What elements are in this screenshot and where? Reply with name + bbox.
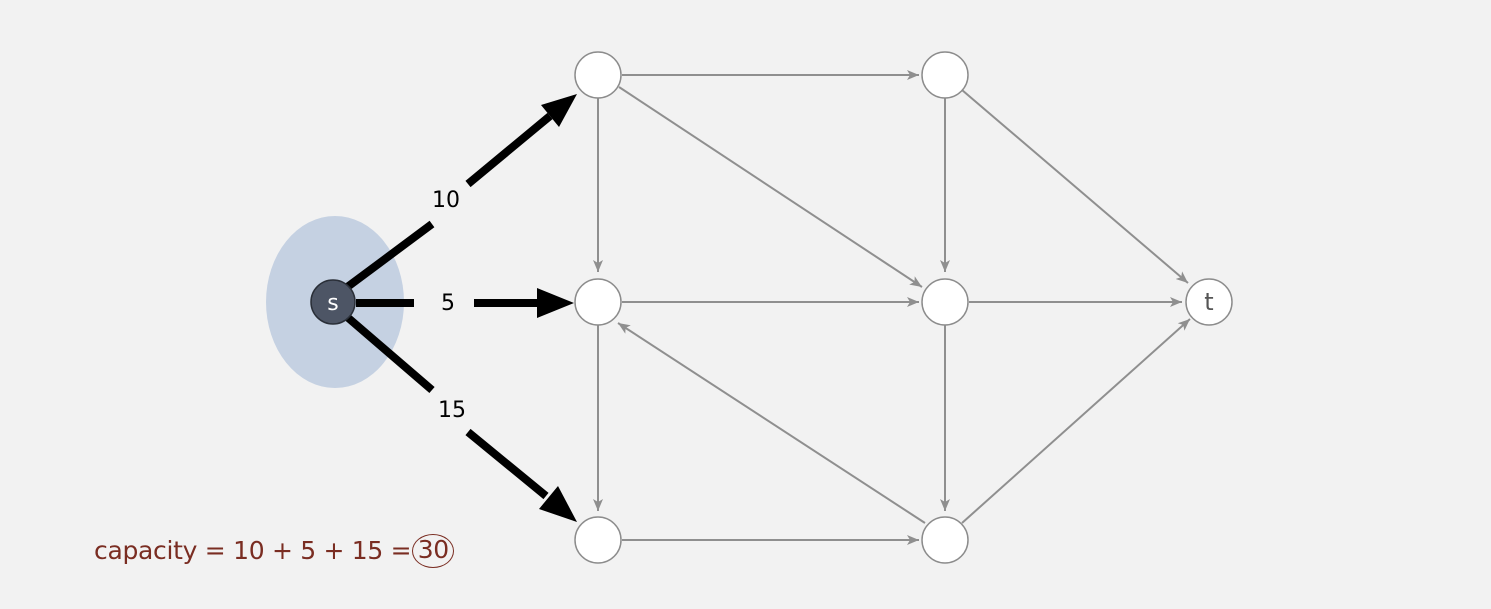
capacity-equation: capacity = 10 + 5 + 15 =30 — [94, 534, 455, 569]
node-a — [574, 51, 622, 99]
capacity-total: 30 — [412, 534, 455, 568]
cut-edge-s-a-lower — [343, 220, 435, 292]
node-c — [574, 516, 622, 564]
node-d — [921, 51, 969, 99]
node-e — [921, 278, 969, 326]
cut-edge-s-c-lower — [465, 428, 549, 500]
node-b — [574, 278, 622, 326]
edge-d-t — [961, 89, 1189, 284]
node-f — [921, 516, 969, 564]
capacity-expression: capacity = 10 + 5 + 15 = — [94, 536, 412, 565]
cut-edge-s-b-arrowhead — [537, 288, 574, 318]
cut-edge-s-c-capacity: 15 — [438, 398, 466, 423]
cut-edge-s-c-upper — [343, 312, 435, 394]
node-s-label: s — [327, 291, 338, 316]
cut-edge-s-a-arrowhead — [541, 94, 577, 127]
cut-edge-s-a-capacity: 10 — [432, 188, 460, 213]
node-s — [310, 279, 356, 325]
node-t-label: t — [1204, 288, 1213, 316]
edge-f-t — [961, 318, 1191, 524]
edge-a-e — [618, 86, 923, 288]
edge-f-b — [617, 322, 926, 524]
cut-edge-s-b-capacity: 5 — [441, 291, 455, 316]
node-t — [1185, 278, 1233, 326]
cut-edge-s-a-upper — [465, 112, 553, 188]
cut-edge-s-c-arrowhead — [539, 486, 577, 522]
